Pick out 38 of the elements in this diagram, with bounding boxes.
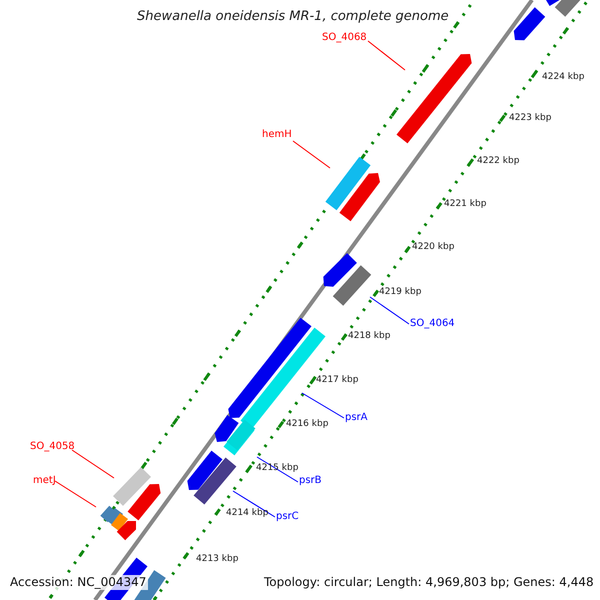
tick-label: 4214 kbp xyxy=(226,509,268,519)
gene-label: psrA xyxy=(345,412,368,423)
leader-line xyxy=(302,392,344,418)
leader-line xyxy=(368,40,406,70)
tick-label: 4224 kbp xyxy=(542,73,584,83)
gene-bar xyxy=(194,458,236,504)
tick-label: 4216 kbp xyxy=(286,420,328,430)
tick-label: 4218 kbp xyxy=(348,332,390,342)
tick-label: 4215 kbp xyxy=(256,464,298,474)
gene-block xyxy=(396,54,472,144)
leader-line xyxy=(292,140,330,168)
gene-label: hemH xyxy=(262,129,292,140)
gene-label: metJ xyxy=(33,475,56,486)
leader-line xyxy=(232,490,276,518)
tick-label: 4219 kbp xyxy=(379,288,422,298)
tick-label: 4223 kbp xyxy=(509,114,552,124)
tick-label: 4213 kbp xyxy=(196,555,238,565)
gene-bar xyxy=(113,467,151,506)
genome-stats: Topology: circular; Length: 4,969,803 bp; Genes: 4,448 xyxy=(263,575,595,590)
gene-bar xyxy=(325,156,371,210)
leader-line xyxy=(256,456,298,482)
gene-bar xyxy=(226,420,256,450)
tick-label: 4221 kbp xyxy=(444,200,486,210)
gene-label: SO_4068 xyxy=(322,32,367,43)
tick-label: 4222 kbp xyxy=(477,157,520,167)
map-title: Shewanella oneidensis MR-1, complete genome xyxy=(137,10,449,24)
gene-label: psrB xyxy=(299,475,322,486)
tick-label: 4220 kbp xyxy=(412,243,454,253)
leader-line xyxy=(54,480,96,508)
gene-label: psrC xyxy=(276,511,299,522)
gene-bar xyxy=(100,506,117,522)
accession-label: Accession: NC_004347 xyxy=(8,575,148,590)
gene-bar xyxy=(332,265,372,306)
tick-label: 4217 kbp xyxy=(316,376,358,386)
gene-label: SO_4058 xyxy=(30,441,75,452)
leader-line xyxy=(72,450,114,478)
leader-line xyxy=(370,296,410,324)
gene-label: SO_4064 xyxy=(410,318,455,329)
